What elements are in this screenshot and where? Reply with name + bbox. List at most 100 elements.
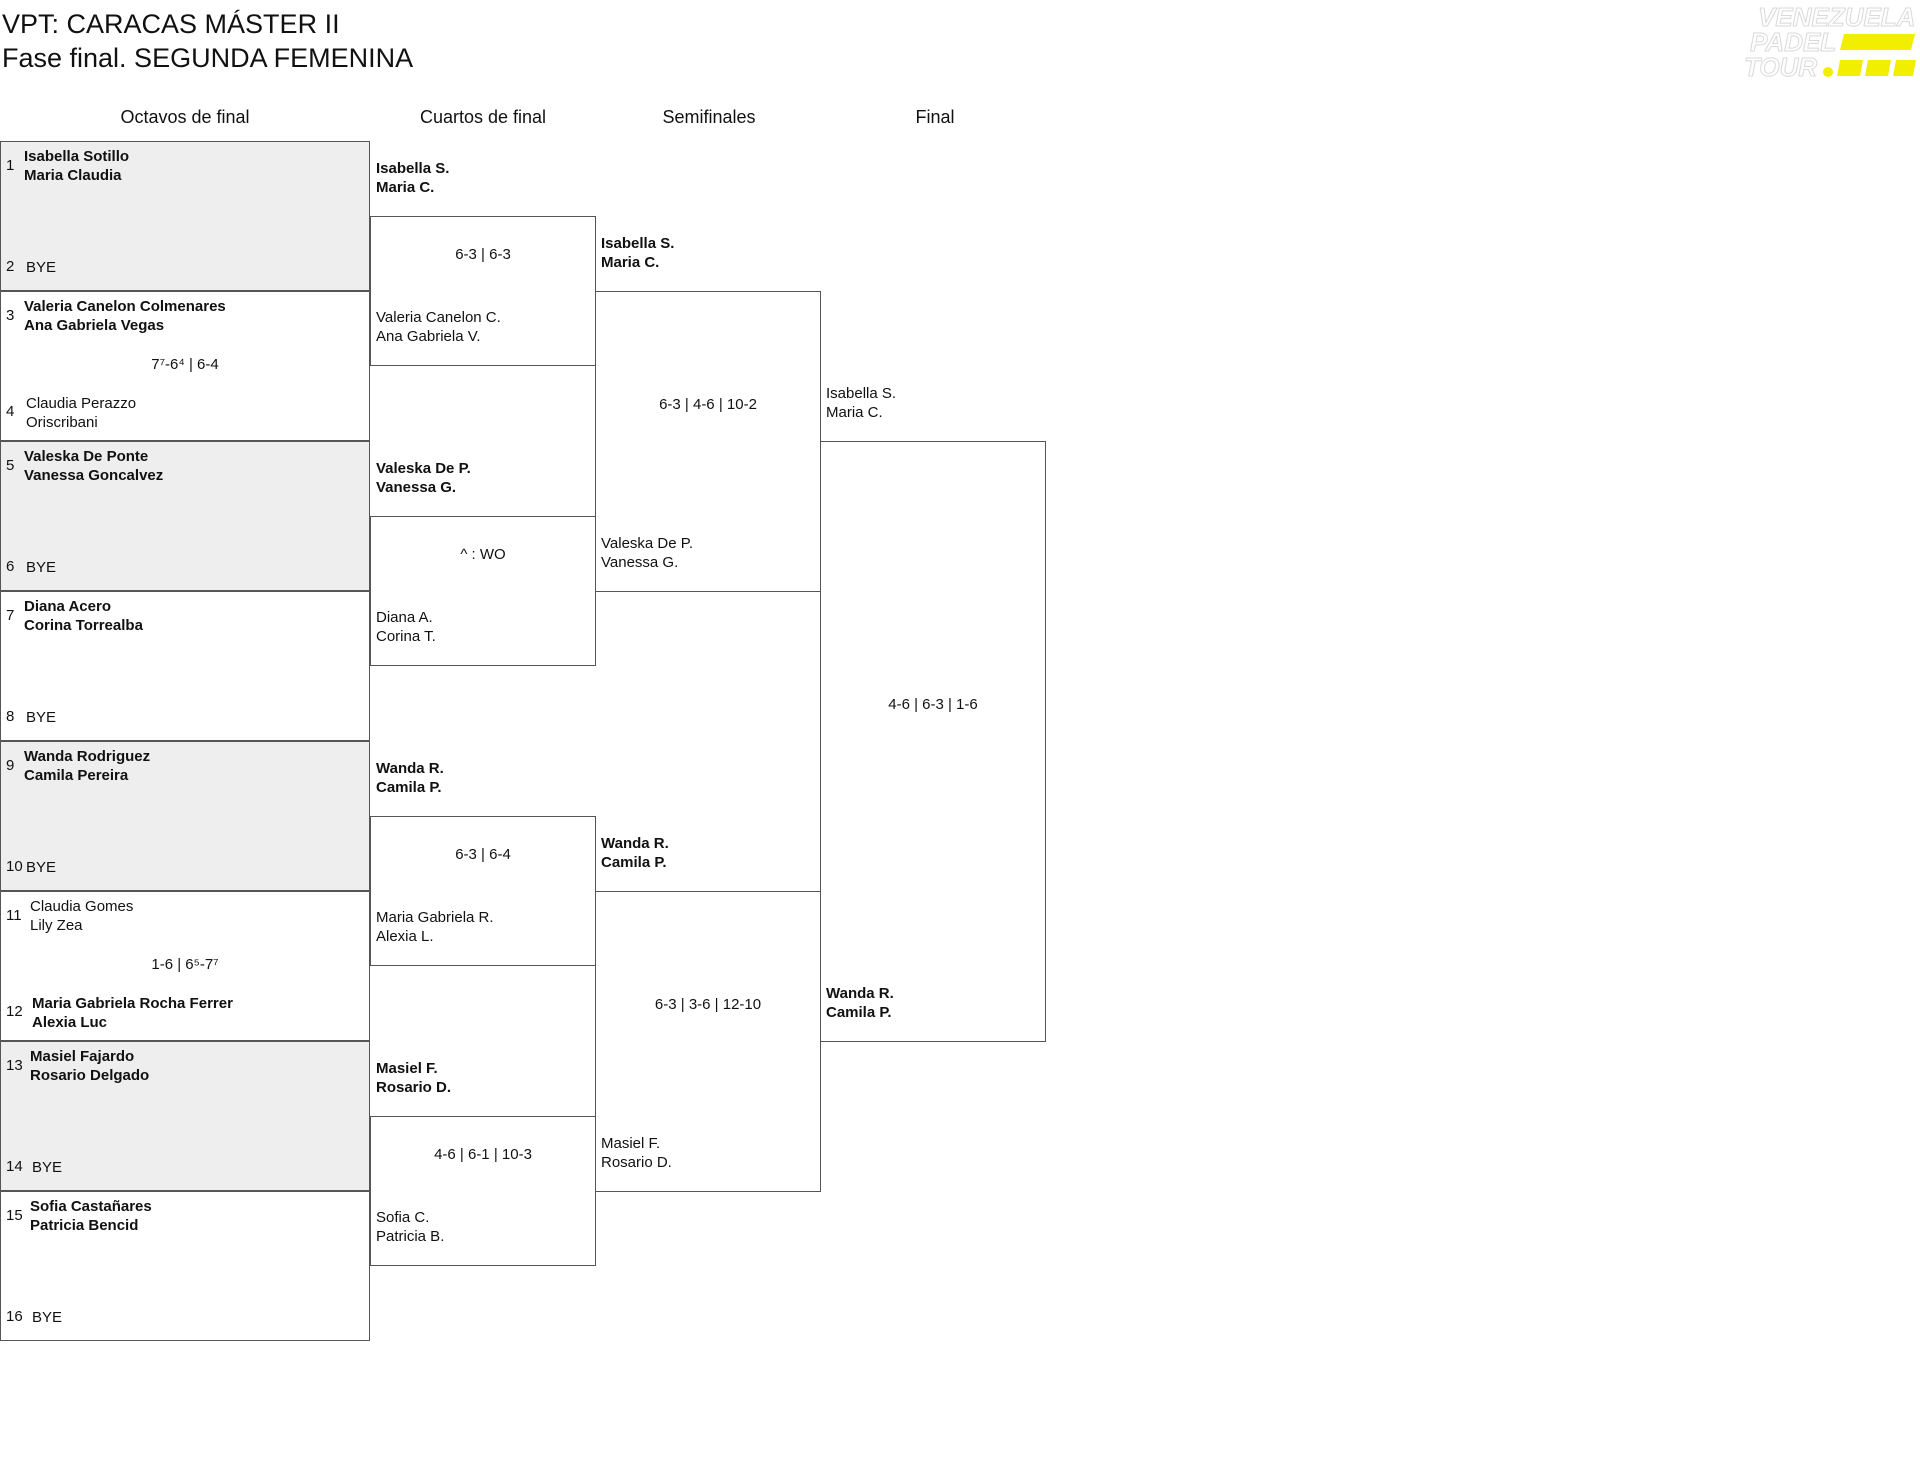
qf-team-b: Diana A. Corina T. [376,608,436,646]
page-title: VPT: CARACAS MÁSTER II [2,9,340,39]
qf-score: ^ : WO [460,546,506,563]
qf-team-b: Sofia C. Patricia B. [376,1208,444,1246]
round-header-qf: Cuartos de final [419,107,547,127]
sf-team-a: Wanda R. Camila P. [601,834,669,872]
player-name: Patricia B. [376,1228,445,1245]
r16-match [0,291,370,441]
round-header-r16: Octavos de final [120,107,250,127]
player-name: Wanda Rodriguez [24,748,151,765]
team-b: BYE [26,558,56,577]
player-name: Valeska De P. [601,535,693,552]
r16-match [0,1191,370,1341]
team-b: BYE [26,258,56,277]
seed-number: 3 [6,307,15,324]
page-subtitle: Fase final. SEGUNDA FEMENINA [2,43,414,73]
player-name: Maria C. [826,404,883,421]
logo-line2: PADEL [1750,27,1836,57]
team-b: BYE [26,858,56,877]
team-b: BYE [26,708,56,727]
seed-number: 2 [6,258,15,275]
player-name: Rosario D. [601,1154,672,1171]
player-name: Rosario Delgado [30,1067,150,1084]
player-name: Sofia C. [376,1209,430,1226]
player-name: Wanda R. [601,835,669,852]
player-name: Wanda R. [376,760,444,777]
player-name: Wanda R. [826,985,894,1002]
player-name: Maria Gabriela R. [376,909,494,926]
seed-number: 16 [6,1308,23,1325]
seed-number: 5 [6,457,15,474]
player-name: Corina Torrealba [24,617,143,634]
player-name: Corina T. [376,628,436,645]
player-name: Maria Claudia [24,167,122,184]
player-name: Camila P. [826,1004,892,1021]
final-score: 4-6 | 6-3 | 1-6 [888,696,978,713]
sf-score: 6-3 | 4-6 | 10-2 [659,396,757,413]
seed-number: 7 [6,607,15,624]
player-name: Camila Pereira [24,767,129,784]
sf-team-b: Valeska De P. Vanessa G. [601,534,693,572]
seed-number: 14 [6,1158,23,1175]
round-header-final: Final [915,107,955,127]
seed-number: 9 [6,757,15,774]
seed-number: 10 [6,858,23,875]
qf-score: 6-3 | 6-3 [455,246,511,263]
player-name: Isabella S. [376,160,450,177]
player-name: Diana Acero [24,598,111,615]
player-name: Diana A. [376,609,433,626]
player-name: BYE [32,1309,63,1326]
match-score: 7⁷-6⁴ | 6-4 [151,356,219,373]
r16-match [0,441,370,591]
r16-match [0,741,370,891]
logo-line3: TOUR [1744,52,1817,82]
player-name: Isabella S. [826,385,897,402]
player-name: Patricia Bencid [30,1217,139,1234]
player-name: Alexia Luc [32,1014,108,1031]
seed-number: 11 [6,907,22,924]
player-name: Maria Gabriela Rocha Ferrer [32,995,233,1012]
player-name: Valeska De Ponte [24,448,149,465]
player-name: Ana Gabriela Vegas [24,317,165,334]
player-name: Isabella Sotillo [24,148,130,165]
final-team-b: Wanda R. Camila P. [826,984,894,1022]
player-name: Maria C. [601,254,660,271]
player-name: Camila P. [601,854,667,871]
match-score: 1-6 | 6⁵-7⁷ [151,956,219,973]
seed-number: 12 [6,1003,23,1020]
qf-team-b: Maria Gabriela R.Alexia L. [376,908,494,946]
player-name: Camila P. [376,779,442,796]
sf-team-b: Masiel F. Rosario D. [601,1134,672,1172]
venezuela-padel-tour-logo: VENEZUELA PADEL TOUR [1744,2,1916,82]
player-name: BYE [26,559,57,576]
player-name: Valeska De P. [376,460,471,477]
qf-team-b: Valeria Canelon C.Ana Gabriela V. [376,308,501,346]
seed-number: 6 [6,558,15,575]
player-name: Masiel Fajardo [30,1048,135,1065]
qf-team-a: Masiel F.Rosario D. [376,1059,451,1097]
player-name: Masiel F. [376,1060,438,1077]
final-match [820,441,1046,1042]
player-name: Vanessa Goncalvez [24,467,164,484]
r16-match [0,891,370,1041]
player-name: Vanessa G. [601,554,679,571]
qf-score: 4-6 | 6-1 | 10-3 [434,1146,532,1163]
player-name: Claudia Gomes [30,898,134,915]
player-name: Sofia Castañares [30,1198,152,1215]
qf-team-a: Wanda R. Camila P. [376,759,444,797]
player-name: Masiel F. [601,1135,661,1152]
player-name: Maria C. [376,179,435,196]
sf-team-a: Isabella S.Maria C. [601,234,674,272]
qf-team-a: Isabella S. Maria C. [376,159,449,197]
seed-number: 4 [6,403,15,420]
player-name: BYE [26,709,57,726]
seed-number: 15 [6,1207,23,1224]
